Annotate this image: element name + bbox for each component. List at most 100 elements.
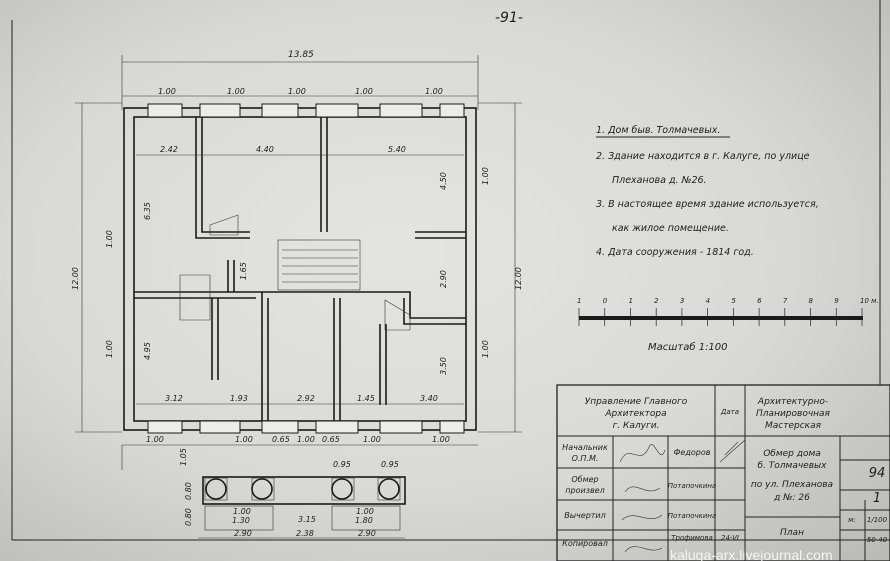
role-survey-2: произвел: [565, 486, 604, 495]
workshop-line-3: Мастерская: [765, 421, 822, 431]
note-2: 2. Здание находится в г. Калуге, по улиц…: [596, 151, 810, 162]
dim-window-3: 1.00: [288, 87, 306, 96]
dim-right-5: 1.00: [481, 340, 490, 358]
scale-tick-label: 2: [654, 297, 659, 305]
name-copied: Трофимова: [671, 534, 713, 542]
dim-opening-7: 1.00: [432, 435, 450, 444]
dim-column-2: 0.95: [381, 460, 399, 469]
dim-right-2: 1.00: [481, 167, 490, 185]
dim-height-left: 12.00: [71, 267, 80, 290]
note-3: 3. В настоящее время здание используется…: [596, 199, 819, 210]
dim-window-2: 1.00: [227, 87, 245, 96]
dim-room-bottom-4: 1.45: [357, 394, 375, 403]
dim-opening-4: 1.00: [297, 435, 315, 444]
note-3-cont: как жилое помещение.: [612, 223, 729, 234]
role-drawn: Вычертил: [564, 511, 606, 520]
year: 50-40: [867, 536, 888, 544]
overall-dimensions: 13.85 12.00 12.00: [71, 50, 523, 470]
dim-window-4: 1.00: [355, 87, 373, 96]
scale-tick-label: 10 м.: [860, 297, 879, 305]
workshop-line-1: Архитектурно-: [757, 397, 828, 407]
scale-label: Масштаб 1:100: [648, 341, 728, 353]
scale-tick-label: 7: [783, 297, 788, 305]
dim-opening-1: 1.00: [146, 435, 164, 444]
interior-walls: [134, 117, 466, 421]
dim-overall-width: 13.85: [288, 50, 314, 60]
sheet-name: План: [780, 528, 804, 538]
drawing-title-3: по ул. Плеханова: [751, 480, 833, 490]
signature-head: [619, 444, 666, 463]
role-head-2: О.П.М.: [572, 454, 599, 463]
dim-right-1: 4.50: [439, 172, 448, 190]
note-4: 4. Дата сооружения - 1814 год.: [596, 247, 754, 258]
sheet-code: 94: [869, 466, 886, 481]
dim-room-bottom-2: 1.93: [230, 394, 248, 403]
dim-left-2: 1.00: [105, 230, 114, 248]
watermark: kaluga-arx.livejournal.com: [670, 547, 833, 561]
porch-colonnade: 0.95 0.95 1.05 0.80 0.80 1.00 1.30 1.00 …: [179, 448, 406, 539]
dim-room-bottom-5: 3.40: [420, 394, 438, 403]
note-2-cont: Плеханова д. №26.: [612, 175, 707, 186]
org-line-2: Архитектора: [604, 409, 666, 419]
dim-porch-total-1: 2.90: [234, 529, 252, 538]
scale-tick-label: 4: [706, 297, 710, 305]
drawing-title-2: б. Толмачевых: [758, 461, 828, 471]
org-line-3: г. Калуги.: [613, 421, 660, 431]
signature-date: [719, 439, 746, 463]
dim-porch-total-3: 2.90: [358, 529, 376, 538]
dim-porch-inner-left-1: 1.00: [233, 507, 251, 516]
date-copied: 24-VI: [721, 534, 739, 542]
signature-survey: [624, 486, 661, 493]
scale-tick-label: 8: [809, 297, 814, 305]
page-number: -91-: [495, 10, 523, 26]
dim-window-1: 1.00: [158, 87, 176, 96]
dim-opening-3: 0.65: [272, 435, 290, 444]
staircase: [179, 214, 411, 331]
title-block: Управление Главного Архитектора г. Калуг…: [556, 384, 890, 561]
dim-porch-inner-right-1: 1.00: [356, 507, 374, 516]
scale-tick-label: 1: [577, 297, 581, 305]
dim-opening-5: 0.65: [322, 435, 340, 444]
name-drawn: Потапочкина: [668, 512, 717, 520]
dim-room-bottom-3: 2.92: [297, 394, 315, 403]
room-dimensions: 2.42 4.40 5.40 6.35 1.00 4.95 1.00 4.50 …: [105, 145, 490, 444]
dim-porch-inner-right-2: 1.80: [355, 516, 373, 525]
dim-porch-h3: 0.80: [184, 508, 193, 526]
scale-tick-label: 6: [757, 297, 762, 305]
exterior-walls: [123, 103, 477, 434]
dim-window-5: 1.00: [425, 87, 443, 96]
drawing-title-4: д №: 26: [773, 493, 810, 503]
dim-left-1: 6.35: [143, 202, 152, 220]
scale-abbr: м:: [848, 516, 856, 524]
dim-stair: 1.65: [239, 262, 248, 280]
scale-tick-label: 3: [680, 297, 684, 305]
dim-porch-h2: 0.80: [184, 482, 193, 500]
dim-room-bottom-1: 3.12: [165, 394, 183, 403]
role-copied: Копировал: [562, 539, 608, 548]
date-header: Дата: [720, 408, 739, 416]
dim-porch-total-2: 2.38: [296, 529, 314, 538]
top-window-dims: 1.00 1.00 1.00 1.00 1.00: [158, 87, 443, 96]
name-head: Федоров: [674, 448, 711, 457]
name-survey: Потапочкина: [668, 482, 717, 490]
dim-porch-inner-left-2: 1.30: [232, 516, 250, 525]
notes: 1. Дом быв. Толмачевых. 2. Здание находи…: [596, 125, 819, 258]
dim-room-top-1: 2.42: [160, 145, 178, 154]
drawing-title-1: Обмер дома: [763, 449, 821, 459]
dim-porch-h1: 1.05: [179, 448, 188, 466]
dim-room-top-3: 5.40: [388, 145, 406, 154]
scale-tick-label: 0: [603, 297, 608, 305]
org-line-1: Управление Главного: [585, 397, 688, 407]
scale-value: 1/100: [867, 516, 888, 524]
scale-tick-label: 5: [731, 297, 736, 305]
dim-left-3: 4.95: [143, 342, 152, 360]
sheet-number: 1: [873, 491, 881, 506]
note-1: 1. Дом быв. Толмачевых.: [596, 125, 720, 136]
dim-opening-2: 1.00: [235, 435, 253, 444]
workshop-line-2: Планировочная: [756, 409, 831, 419]
dim-opening-6: 1.00: [363, 435, 381, 444]
scale-tick-label: 1: [628, 297, 632, 305]
